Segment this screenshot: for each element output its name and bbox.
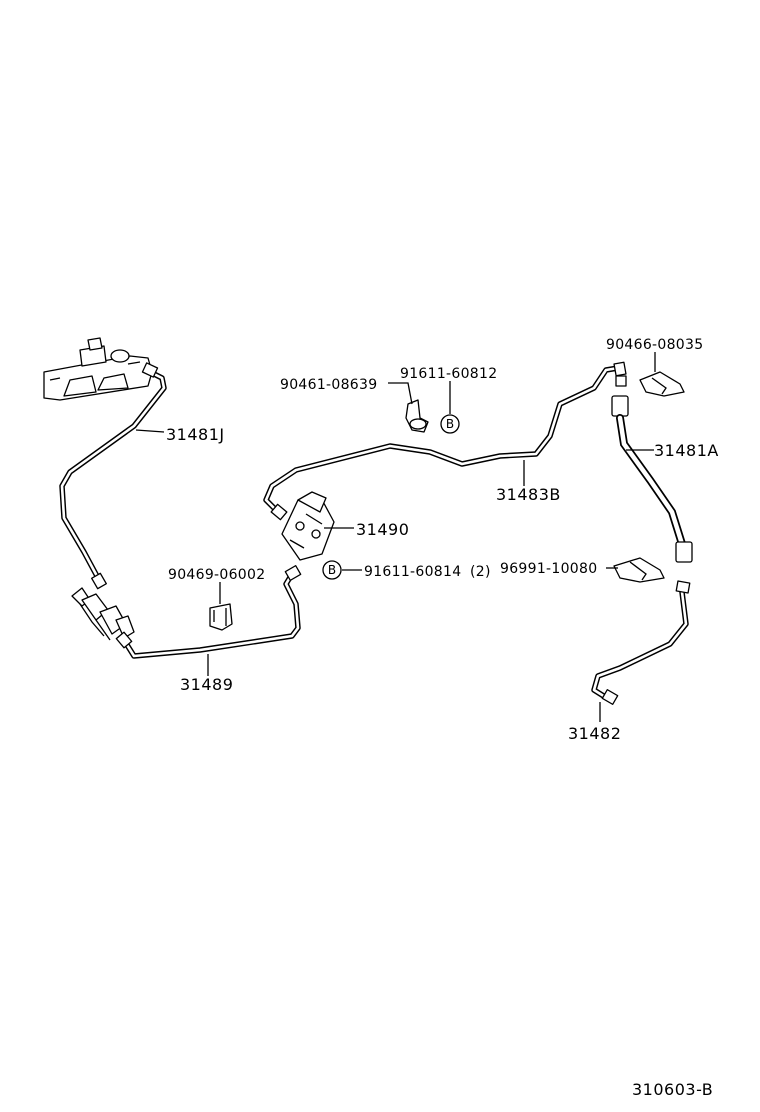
- label-90461-08639[interactable]: 90461-08639: [280, 377, 377, 393]
- callout-b-upper-text: B: [446, 417, 454, 431]
- bracket-90466-08035: [639, 371, 685, 397]
- junction-block: [71, 587, 135, 641]
- clip-90469-06002: [209, 603, 233, 631]
- brake-line-31489: [115, 565, 302, 659]
- label-31481A[interactable]: 31481A: [654, 441, 719, 460]
- label-90469-06002[interactable]: 90469-06002: [168, 567, 265, 583]
- label-31481J[interactable]: 31481J: [166, 425, 225, 444]
- bracket-96991-10080: [613, 557, 665, 583]
- clip-90461-08639: [405, 399, 429, 433]
- label-31489[interactable]: 31489: [180, 675, 233, 694]
- label-31482[interactable]: 31482: [568, 724, 621, 743]
- valve-31490: [281, 491, 335, 561]
- master-cylinder: [43, 337, 153, 401]
- brake-line-31483B: [263, 361, 627, 521]
- label-96991-10080[interactable]: 96991-10080: [500, 561, 597, 577]
- label-31483B[interactable]: 31483B: [496, 485, 561, 504]
- diagram-code: 310603-B: [632, 1080, 713, 1099]
- label-31490[interactable]: 31490: [356, 520, 409, 539]
- callout-b-upper: B: [440, 414, 460, 434]
- callout-b-lower-text: B: [328, 563, 336, 577]
- label-90466-08035[interactable]: 90466-08035: [606, 337, 703, 353]
- brake-line-31481J: [59, 362, 167, 590]
- brake-line-31482: [591, 580, 691, 705]
- callout-b-lower: B: [322, 560, 342, 580]
- label-91611-60814[interactable]: 91611-60814: [364, 564, 461, 580]
- hose-31481A: [611, 395, 693, 563]
- leader-lines: [135, 352, 656, 722]
- label-91611-60812[interactable]: 91611-60812: [400, 366, 497, 382]
- label-91611-60814-qty: (2): [470, 564, 491, 580]
